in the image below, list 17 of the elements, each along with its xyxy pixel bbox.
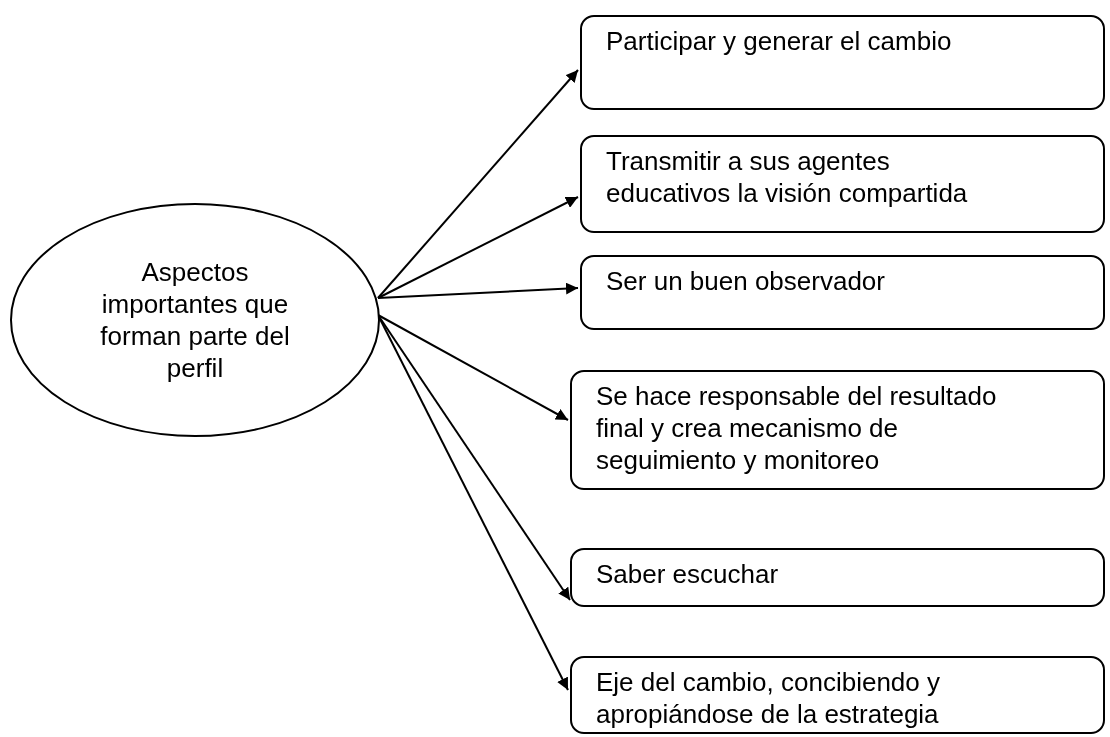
text-box xyxy=(570,656,1105,734)
arrow xyxy=(377,282,579,299)
node-text: Aspectos importantes que forman parte del perfil xyxy=(100,256,290,384)
arrow xyxy=(377,69,579,299)
text-box xyxy=(580,15,1105,110)
text-box xyxy=(580,255,1105,330)
node-text: Se hace responsable del resultado final y crea mecanismo de seguimiento y monitoreo xyxy=(596,380,998,476)
node-text: Saber escuchar xyxy=(596,558,780,590)
node-text: Transmitir a sus agentes educativos la visión compartida xyxy=(606,145,969,209)
arrow xyxy=(377,196,579,299)
node-text: Participar y generar el cambio xyxy=(606,25,953,57)
text-box xyxy=(570,370,1105,490)
text-box xyxy=(580,135,1105,233)
node-text: Ser un buen observador xyxy=(606,265,886,297)
ellipse-node xyxy=(10,203,380,437)
node-text: Eje del cambio, concibiendo y apropiándose de la estrategia xyxy=(596,666,941,730)
text-box xyxy=(570,548,1105,607)
